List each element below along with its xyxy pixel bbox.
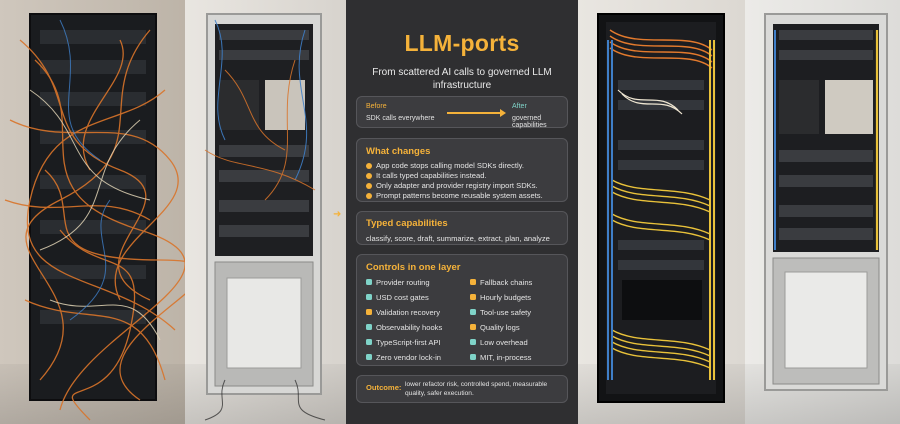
control-item: Observability hooks [366,323,442,332]
control-item: Fallback chains [470,278,532,287]
bullet-dot-icon [366,183,372,189]
before-value: SDK calls everywhere [366,115,435,122]
orange-square-icon [470,324,476,330]
before-label: Before [366,103,387,110]
typed-capabilities-heading: Typed capabilities [366,218,448,229]
photo-organized-rack [578,0,745,424]
typed-capabilities-card: Typed capabilities classify, score, draf… [356,211,568,245]
control-item: USD cost gates [366,293,429,302]
tidy-rack-illustration [764,13,888,391]
bullet-dot-icon [366,173,372,179]
semi-messy-rack-illustration [204,13,326,421]
control-item: Hourly budgets [470,293,531,302]
teal-square-icon [366,339,372,345]
controls-card: Controls in one layer Provider routing U… [356,254,568,366]
what-changes-card: What changes App code stops calling mode… [356,138,568,202]
photo-tidy-rack [745,0,900,424]
control-item: Low overhead [470,338,528,347]
after-label: After [512,103,527,110]
transition-arrow-icon: ➜ [333,209,342,220]
page-title: LLM-ports [404,30,520,56]
outcome-text: lower refactor risk, controlled spend, m… [405,381,548,397]
teal-square-icon [470,354,476,360]
photo-messy-rack [0,0,185,424]
organized-rack-illustration [597,13,725,403]
after-value: governed capabilities [512,115,547,129]
teal-square-icon [470,339,476,345]
photo-semi-messy-rack [185,0,346,424]
bullet-dot-icon [366,163,372,169]
messy-rack-illustration [4,13,185,421]
teal-square-icon [366,279,372,285]
before-after-card: Before SDK calls everywhere After govern… [356,96,568,129]
page-subtitle: From scattered AI calls to governed LLM … [372,67,552,91]
teal-square-icon [470,309,476,315]
outcome-label: Outcome: [366,383,402,392]
orange-square-icon [470,279,476,285]
teal-square-icon [366,294,372,300]
list-item: It calls typed capabilities instead. [366,171,558,181]
list-item: Prompt patterns become reusable system a… [366,191,558,201]
control-item: MIT, in-process [470,353,531,362]
control-item: Zero vendor lock-in [366,353,441,362]
infographic-panel: LLM-ports From scattered AI calls to gov… [346,0,578,424]
control-item: Tool-use safety [470,308,531,317]
controls-heading: Controls in one layer [366,262,461,273]
teal-square-icon [366,354,372,360]
control-item: Provider routing [366,278,430,287]
list-item: Only adapter and provider registry impor… [366,181,558,191]
what-changes-heading: What changes [366,146,431,157]
list-item: App code stops calling model SDKs direct… [366,161,558,171]
teal-square-icon [366,324,372,330]
bullet-dot-icon [366,193,372,199]
orange-square-icon [366,309,372,315]
typed-capabilities-list: classify, score, draft, summarize, extra… [366,234,550,243]
control-item: Validation recovery [366,308,440,317]
control-item: Quality logs [470,323,520,332]
outcome-card: Outcome: lower refactor risk, controlled… [356,375,568,403]
control-item: TypeScript-first API [366,338,441,347]
orange-square-icon [470,294,476,300]
before-after-arrow-icon [447,109,506,117]
